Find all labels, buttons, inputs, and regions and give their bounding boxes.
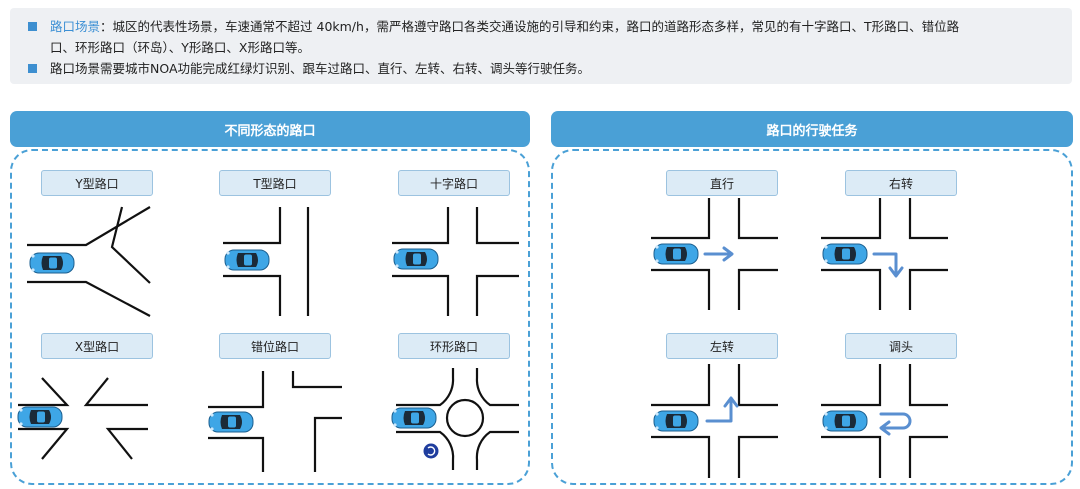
y-junction-roads bbox=[27, 206, 151, 317]
car-icon bbox=[17, 406, 63, 428]
roundabout-roads bbox=[396, 368, 519, 470]
car-icon bbox=[653, 410, 699, 432]
label-crossroad: 十字路口 bbox=[398, 170, 510, 196]
label-t-junction: T型路口 bbox=[219, 170, 331, 196]
u-turn-arrow-icon bbox=[879, 412, 912, 436]
intro-text: ：城区的代表性场景，车速通常不超过 40km/h，需严格遵守路口各类交通设施的引… bbox=[100, 19, 960, 34]
left-panel-title: 不同形态的路口 bbox=[10, 111, 530, 147]
label-y-junction: Y型路口 bbox=[41, 170, 153, 196]
car-icon bbox=[208, 411, 254, 433]
t-junction-roads bbox=[223, 207, 310, 316]
label-offset-junction: 错位路口 bbox=[219, 333, 331, 359]
left-turn-arrow-icon bbox=[705, 396, 739, 423]
intro-text-2: 路口场景需要城市NOA功能完成红绿灯识别、跟车过路口、直行、左转、右转、调头等行… bbox=[50, 61, 591, 76]
car-icon bbox=[822, 410, 868, 432]
label-turn-right: 右转 bbox=[845, 170, 957, 196]
car-icon bbox=[822, 243, 868, 265]
car-icon bbox=[393, 248, 439, 270]
u-turn-roads bbox=[821, 364, 948, 478]
car-icon bbox=[224, 249, 270, 271]
crossroad-roads bbox=[392, 207, 519, 316]
intro-text-cont: 口、环形路口（环岛）、Y形路口、X形路口等。 bbox=[50, 40, 310, 55]
right-panel-box bbox=[551, 149, 1073, 485]
straight-arrow-icon bbox=[703, 246, 734, 262]
car-icon bbox=[29, 252, 75, 274]
intro-keyword: 路口场景 bbox=[50, 19, 101, 34]
left-panel-box bbox=[10, 149, 530, 485]
right-turn-arrow-icon bbox=[872, 252, 904, 278]
offset-junction-roads bbox=[208, 371, 342, 472]
car-icon bbox=[391, 407, 437, 429]
roundabout-sign-icon bbox=[423, 443, 439, 459]
intro-line-1: 路口场景：城区的代表性场景，车速通常不超过 40km/h，需严格遵守路口各类交通… bbox=[28, 16, 1058, 58]
intro-line-2: 路口场景需要城市NOA功能完成红绿灯识别、跟车过路口、直行、左转、右转、调头等行… bbox=[28, 58, 1058, 79]
straight-roads bbox=[651, 198, 778, 310]
intro-note: 路口场景：城区的代表性场景，车速通常不超过 40km/h，需严格遵守路口各类交通… bbox=[10, 8, 1072, 84]
car-icon bbox=[653, 243, 699, 265]
right-turn-roads bbox=[821, 198, 948, 310]
left-turn-roads bbox=[651, 364, 778, 478]
label-u-turn: 调头 bbox=[845, 333, 957, 359]
label-roundabout: 环形路口 bbox=[398, 333, 510, 359]
x-junction-roads bbox=[18, 377, 148, 460]
right-panel-title: 路口的行驶任务 bbox=[551, 111, 1073, 147]
label-turn-left: 左转 bbox=[666, 333, 778, 359]
bullet-icon bbox=[28, 64, 37, 73]
label-go-straight: 直行 bbox=[666, 170, 778, 196]
bullet-icon bbox=[28, 22, 37, 31]
label-x-junction: X型路口 bbox=[41, 333, 153, 359]
